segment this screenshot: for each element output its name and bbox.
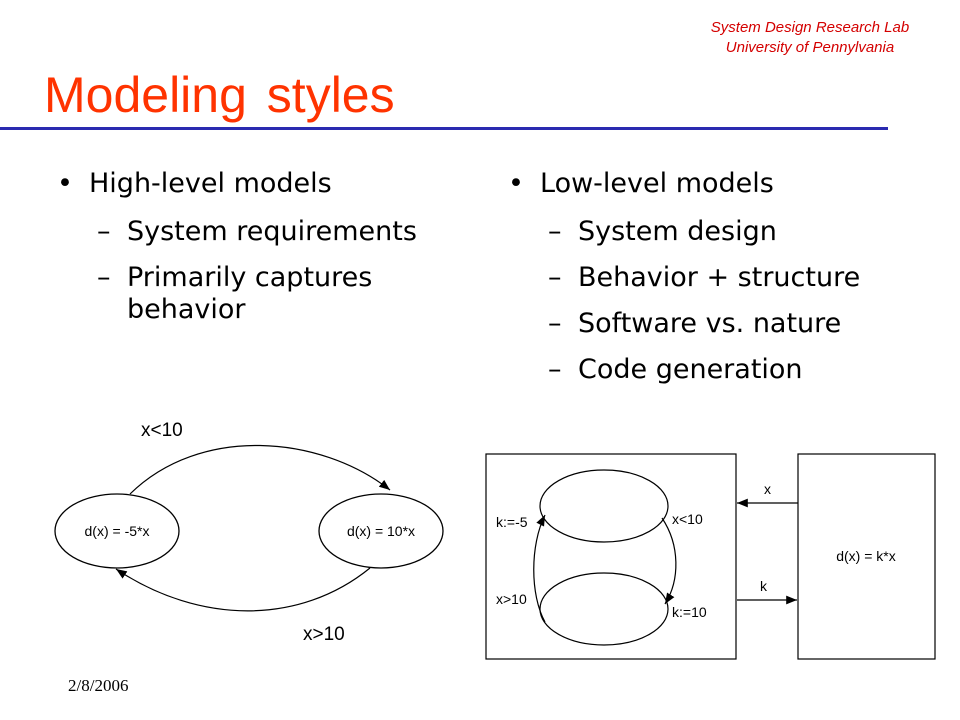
- state-neg5x: [54, 493, 180, 569]
- bullet-text: Low-level models: [540, 168, 774, 199]
- plant-label: d(x) = k*x: [836, 548, 896, 564]
- bullet-high-level-models: • High-level models: [57, 166, 477, 202]
- sub-item-text: Software vs. nature: [578, 308, 842, 339]
- arc-left-arrow: [533, 514, 546, 623]
- university-name: University of Pennylvania: [725, 39, 895, 56]
- sub-item-text: Code generation: [578, 354, 803, 385]
- sub-item-behavior-structure: – Behavior + structure: [508, 262, 948, 294]
- lab-name: System Design Research Lab: [710, 19, 910, 36]
- transition-top-arrow: [129, 444, 391, 495]
- dash-marker: –: [97, 262, 111, 293]
- sub-item-text: Behavior + structure: [578, 262, 861, 293]
- transition-bottom-arrow: [115, 567, 371, 612]
- label-x-lt-10: x<10: [672, 511, 703, 527]
- label-k-pos10: k:=10: [672, 604, 707, 620]
- bullet-low-level-models: • Low-level models: [508, 166, 948, 202]
- low-level-block-diagram: k:=-5 x<10 x>10 k:=10 x k d(x) = k*x: [485, 453, 936, 660]
- bullet-marker: •: [508, 168, 524, 199]
- sub-item-text: System design: [578, 216, 777, 247]
- sub-item-primarily-captures-behavior: – Primarily captures behavior: [57, 262, 477, 326]
- lab-header: System Design Research Lab University of…: [680, 18, 940, 58]
- signal-k-label: k: [760, 578, 768, 594]
- transition-top-label: x<10: [141, 420, 183, 441]
- left-column: • High-level models – System requirement…: [57, 166, 477, 326]
- sub-item-code-generation: – Code generation: [508, 354, 948, 386]
- arc-right-arrow: [661, 517, 677, 605]
- plant-box: [797, 453, 936, 660]
- right-column: • Low-level models – System design – Beh…: [508, 166, 948, 386]
- dash-marker: –: [548, 216, 562, 247]
- state-upper: [539, 469, 669, 543]
- sub-item-system-requirements: – System requirements: [57, 216, 477, 248]
- state-10x-label: d(x) = 10*x: [347, 523, 415, 539]
- dash-marker: –: [548, 308, 562, 339]
- label-k-neg5: k:=-5: [496, 514, 528, 530]
- sub-item-system-design: – System design: [508, 216, 948, 248]
- state-10x: [318, 493, 444, 569]
- bullet-text: High-level models: [89, 168, 332, 199]
- sub-item-software-vs-nature: – Software vs. nature: [508, 308, 948, 340]
- dash-marker: –: [548, 262, 562, 293]
- slide-title: Modeling styles: [44, 67, 395, 123]
- sub-item-text: Primarily captures behavior: [127, 262, 373, 325]
- sub-item-text: System requirements: [127, 216, 417, 247]
- title-underline: [0, 127, 888, 130]
- transition-bottom-label: x>10: [303, 624, 345, 645]
- dash-marker: –: [548, 354, 562, 385]
- label-x-gt-10: x>10: [496, 591, 527, 607]
- state-neg5x-label: d(x) = -5*x: [85, 523, 150, 539]
- state-lower: [539, 572, 669, 646]
- high-level-state-diagram: d(x) = -5*x d(x) = 10*x x<10 x>10: [54, 420, 444, 645]
- dash-marker: –: [97, 216, 111, 247]
- signal-x-label: x: [764, 481, 771, 497]
- slide-date: 2/8/2006: [68, 676, 129, 695]
- bullet-marker: •: [57, 168, 73, 199]
